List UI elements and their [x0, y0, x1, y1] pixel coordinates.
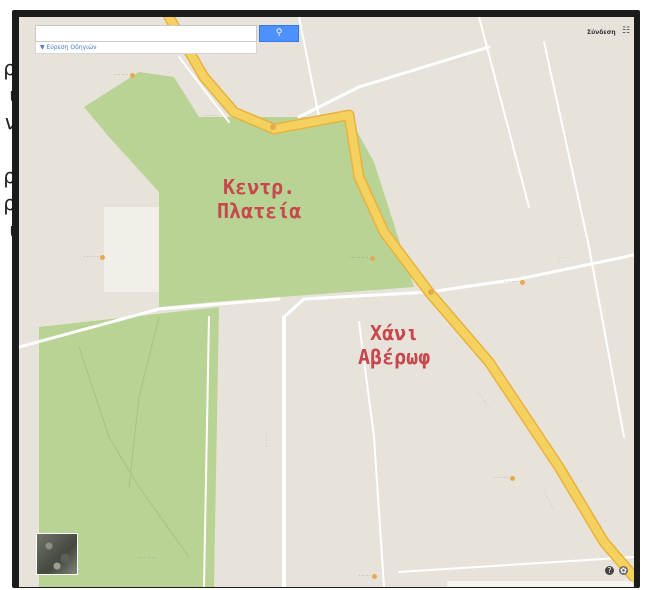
park-area-west	[39, 307, 219, 587]
satellite-view-toggle[interactable]	[36, 533, 78, 575]
text-fragment-line: ν	[4, 110, 16, 134]
map-footer-bar	[447, 581, 633, 587]
poi-label: · · · · · ·	[84, 254, 105, 260]
hani-averof-line1: Χάνι	[370, 321, 419, 345]
map-canvas[interactable]	[19, 17, 634, 587]
park-path	[128, 316, 160, 488]
apps-menu-icon[interactable]: ☷	[622, 26, 631, 36]
poi-marker	[372, 573, 378, 579]
minor-roads	[19, 17, 634, 587]
poi-label: · · · · · · ·	[139, 555, 156, 560]
search-input[interactable]	[35, 25, 257, 42]
poi-label: · · · · ·	[359, 573, 378, 579]
poi-marker	[520, 279, 525, 285]
directions-link[interactable]: ▼ Εύρεση Οδηγιών	[35, 42, 257, 54]
main-road	[165, 17, 634, 581]
junction-marker	[270, 124, 276, 130]
center-square-line1: Κεντρ.	[223, 175, 296, 199]
poi-marker	[370, 255, 376, 261]
poi-marker	[510, 475, 515, 481]
building-block	[104, 207, 164, 292]
sign-in-link[interactable]: Σύνδεση	[587, 29, 616, 36]
park-path	[78, 346, 190, 558]
junction-marker	[428, 289, 434, 295]
poi-label: · · · · · ·	[204, 113, 218, 118]
park-area-center	[84, 72, 414, 307]
poi-label: · · · · · ·	[114, 72, 135, 78]
poi-label: · · · · · ·	[504, 279, 525, 285]
settings-icon[interactable]: ✿	[619, 566, 628, 575]
help-icon[interactable]: ?	[605, 566, 614, 575]
hani-averof-line2: Αβέρωφ	[358, 345, 431, 369]
map-view[interactable]: · · · · · · · · · · · · · · · · · · · · …	[19, 17, 634, 587]
poi-label: · · · · · ·	[494, 475, 515, 481]
street-label: · · · · · ·	[263, 432, 269, 447]
poi-marker	[130, 72, 135, 78]
poi-label: · · · · · · · ·	[349, 255, 376, 261]
center-square-line2: Πλατεία	[217, 199, 302, 223]
search-button[interactable]: ⚲	[259, 25, 299, 42]
center-square-label: Κεντρ. Πλατεία	[217, 175, 301, 223]
poi-marker	[100, 254, 105, 260]
hani-averof-label: Χάνι Αβέρωφ	[358, 321, 430, 369]
search-icon: ⚲	[275, 28, 283, 38]
